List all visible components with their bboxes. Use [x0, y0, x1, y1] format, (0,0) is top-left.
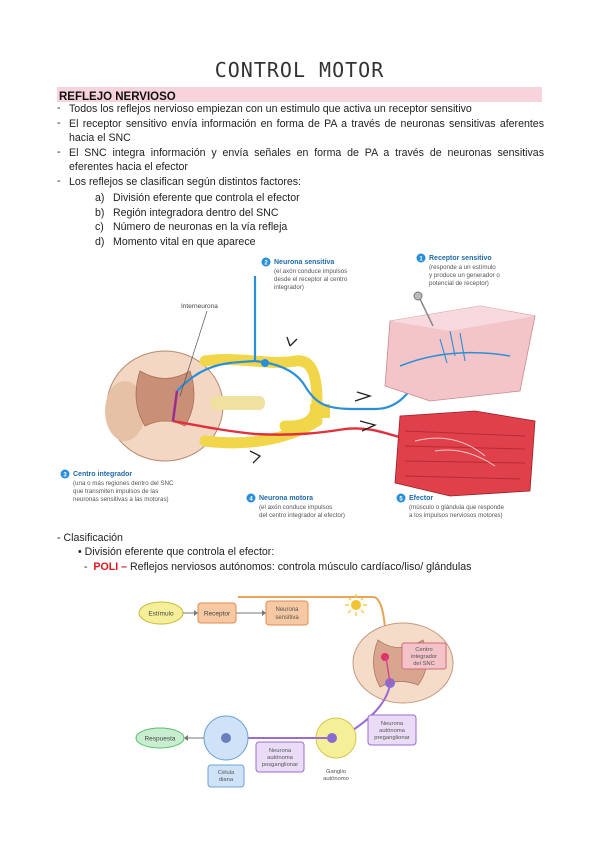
ventral-root-illustration	[199, 415, 323, 449]
pin-illustration	[419, 298, 434, 327]
svg-text:Célula: Célula	[218, 770, 235, 776]
bullet-item: El receptor sensitivo envía información …	[57, 116, 544, 146]
svg-text:sensitiva: sensitiva	[275, 615, 299, 621]
muscle-illustration	[394, 410, 536, 497]
label-3-title: Centro integrador	[73, 471, 132, 478]
label-5-title: Efector	[409, 495, 433, 502]
poli-tag: POLI –	[93, 561, 127, 573]
label-2-badge	[261, 257, 271, 267]
svg-text:preganglionar: preganglionar	[374, 735, 410, 741]
svg-text:Neurona: Neurona	[269, 748, 292, 754]
classification-poli: - POLI – Reflejos nerviosos autónomos: c…	[84, 561, 472, 573]
factor-item: c)Número de neuronas en la vía refleja	[95, 221, 288, 234]
svg-text:autónomo: autónomo	[323, 776, 349, 782]
svg-text:posganglionar: posganglionar	[262, 762, 298, 768]
reflex-arc-figure: Interneurona 1 Receptor sensitivo (respo…	[60, 253, 536, 519]
svg-text:Neurona: Neurona	[381, 721, 404, 727]
svg-text:Respuesta: Respuesta	[144, 736, 175, 743]
svg-text:Centro: Centro	[415, 647, 432, 653]
label-2-desc-2: integrador)	[274, 284, 304, 291]
label-4-badge	[246, 493, 256, 503]
factor-item: d)Momento vital en que aparece	[95, 235, 256, 248]
label-4-title: Neurona motora	[259, 495, 313, 502]
bullet-item: Los reflejos se clasifican según distint…	[57, 174, 544, 190]
page-title: CONTROL MOTOR	[214, 58, 385, 82]
label-1-title: Receptor sensitivo	[429, 255, 492, 262]
factor-list: a)División eferente que controla el efec…	[95, 191, 300, 249]
label-1-desc-2: potencial de receptor)	[429, 280, 489, 287]
postganglionic-node	[255, 741, 305, 773]
label-5-desc-1: a los impulsos nerviosos motores)	[409, 512, 503, 519]
svg-text:4: 4	[249, 497, 253, 503]
sun-icon	[345, 594, 367, 616]
integrator-center-node	[401, 642, 447, 670]
label-5-desc-0: (músculo o glándula que responde	[409, 504, 504, 511]
section-heading-text: REFLEJO NERVIOSO	[59, 91, 176, 103]
label-3-desc-1: que transmiten impulsos de las	[73, 488, 158, 495]
svg-text:Receptor: Receptor	[204, 611, 231, 618]
svg-text:del SNC: del SNC	[413, 661, 435, 667]
label-2-desc-0: (el axón conduce impulsos	[274, 268, 347, 275]
interneuron-path	[171, 390, 179, 422]
sensory-neuron-node	[265, 600, 309, 626]
svg-text:diana: diana	[219, 777, 234, 783]
bullet-list: Todos los reflejos nervioso empiezan con…	[57, 101, 544, 190]
motor-neuron-path	[172, 419, 416, 443]
svg-text:autónoma: autónoma	[267, 755, 294, 761]
label-1-badge	[416, 253, 426, 263]
label-3-desc-0: (una o más regiones dentro del SNC	[73, 480, 174, 487]
preganglionic-node	[367, 714, 417, 746]
interneuron-label: Interneurona	[181, 303, 218, 310]
label-2-desc-1: desde el receptor al centro	[274, 276, 348, 283]
svg-text:2: 2	[264, 261, 268, 267]
svg-text:Ganglio: Ganglio	[326, 769, 346, 775]
svg-text:5: 5	[399, 497, 403, 503]
label-1-desc-1: y produce un generador o	[429, 272, 500, 279]
target-cell-label	[207, 764, 245, 788]
label-4-desc-1: del centro integrador al efector)	[259, 512, 345, 519]
svg-text:1: 1	[419, 257, 423, 263]
autonomic-reflex-figure: Estímulo Receptor Neurona sensitiva Cent…	[135, 594, 454, 788]
classification-sub: • División eferente que controla el efec…	[78, 546, 275, 558]
preganglionic-path	[352, 684, 391, 731]
label-2-title: Neurona sensitiva	[274, 259, 334, 266]
factor-item: a)División eferente que controla el efec…	[95, 192, 300, 204]
label-4-desc-0: (el axón conduce impulsos	[259, 504, 332, 511]
svg-text:Neurona: Neurona	[275, 607, 299, 613]
bullet-item: Todos los reflejos nervioso empiezan con…	[57, 101, 544, 117]
svg-text:3: 3	[63, 473, 67, 479]
label-3-badge	[60, 469, 70, 479]
svg-text:autónoma: autónoma	[379, 728, 406, 734]
bullet-item: El SNC integra información y envía señal…	[57, 145, 544, 175]
label-5-badge	[396, 493, 406, 503]
svg-text:integrador: integrador	[411, 654, 437, 660]
section-heading: REFLEJO NERVIOSO	[57, 87, 542, 103]
response-node	[135, 727, 185, 749]
factor-item: b)Región integradora dentro del SNC	[95, 206, 279, 219]
svg-text:Estímulo: Estímulo	[148, 611, 174, 618]
label-3-desc-2: neuronas sensitivas a las motoras)	[73, 496, 169, 503]
label-1-desc-0: (responde a un estímulo	[429, 264, 496, 271]
classification-heading: - Clasificación	[57, 532, 123, 544]
